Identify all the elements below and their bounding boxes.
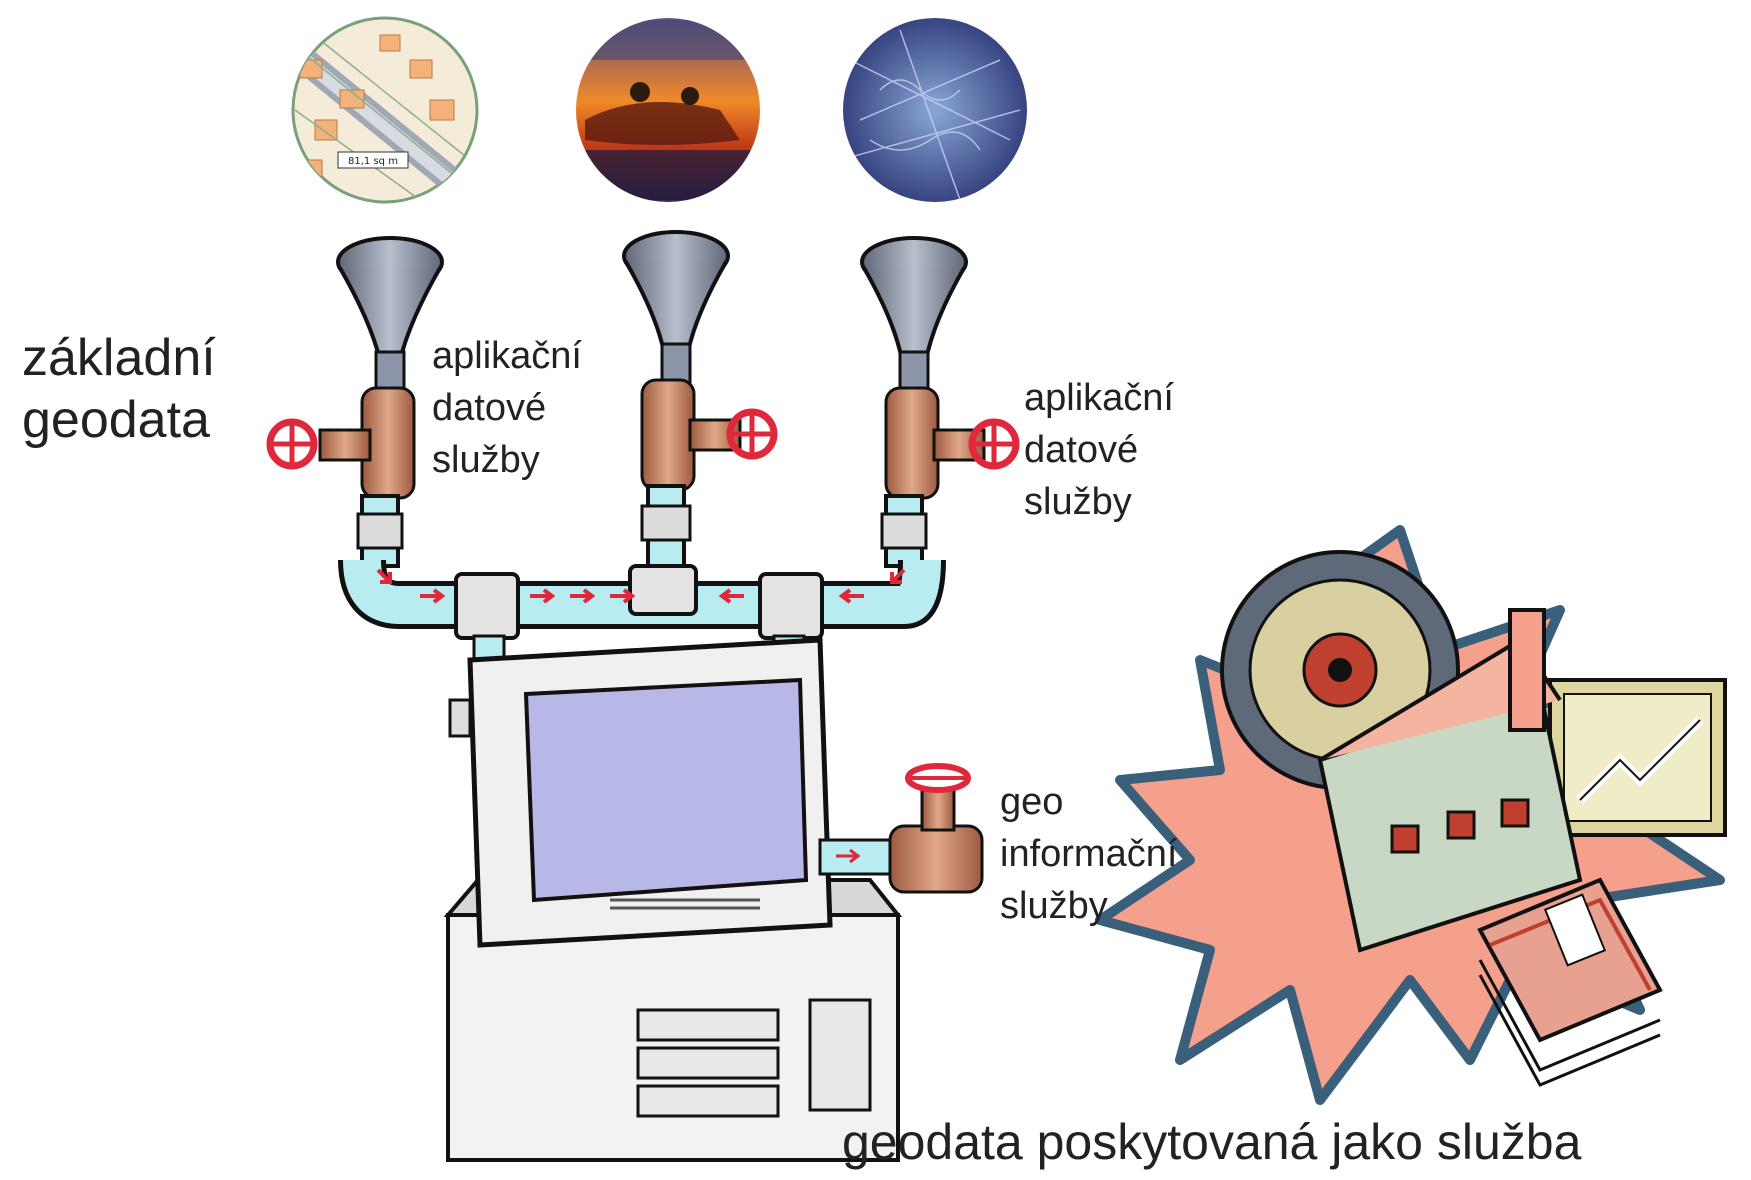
desktop-computer-icon (443, 637, 984, 1162)
orange-photo-icon (576, 18, 760, 202)
satellite-image-icon (843, 18, 1027, 202)
app-services-left-label: aplikační datové služby (432, 330, 582, 486)
map-scale-text: 81,1 sq m (348, 156, 398, 167)
basic-geodata-line-2: geodata (22, 391, 210, 449)
app-services-left-line-3: služby (432, 439, 540, 481)
app-services-right-label: aplikační datové služby (1024, 372, 1174, 528)
valve-right-icon (884, 386, 1020, 500)
valve-left-icon (266, 386, 416, 500)
app-services-right-line-2: datové (1024, 429, 1139, 471)
geo-info-line-1: geo (1000, 781, 1064, 823)
pipe-network (338, 484, 946, 666)
geo-info-line-3: služby (1000, 885, 1108, 927)
app-services-right-line-1: aplikační (1024, 377, 1174, 419)
funnel-middle-icon (622, 230, 730, 386)
bottom-caption: geodata poskytovaná jako služba (842, 1114, 1582, 1170)
app-services-left-line-2: datové (432, 387, 547, 429)
funnel-right-icon (860, 236, 968, 394)
valve-middle-icon (640, 378, 778, 492)
factory-money-chart-icon (1095, 525, 1727, 1105)
cadastral-map-icon: 81,1 sq m (291, 16, 479, 204)
funnel-left-icon (336, 236, 444, 394)
geo-info-services-label: geo informační služby (1000, 776, 1177, 932)
geo-info-line-2: informační (1000, 833, 1178, 875)
app-services-right-line-3: služby (1024, 481, 1132, 523)
app-services-left-line-1: aplikační (432, 335, 582, 377)
basic-geodata-label: základní geodata (22, 327, 216, 451)
basic-geodata-line-1: základní (22, 329, 216, 387)
